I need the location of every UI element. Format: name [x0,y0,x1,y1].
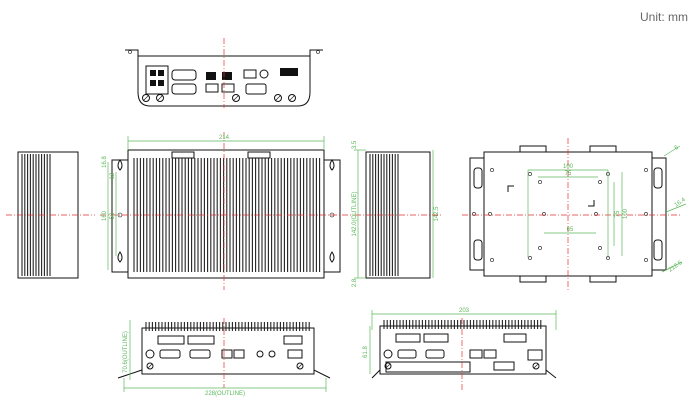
bottom-right-view [371,320,557,379]
dim-side-bottom-offset: 2.8 [352,278,358,287]
dim-left-mark-d: 50 [110,212,116,219]
dim-rear-right-b: 16.4 [674,197,688,209]
dim-rear-h1: 100 [563,164,574,170]
dim-bottom-height-outline: 70.6(OUTLINE) [123,331,129,373]
unit-label: Unit: mm [640,10,688,24]
dim-left-mark-b: 12 [110,172,116,179]
dim-side-height: 142.0(OUTLINE) [352,191,358,236]
dim-rear-h2: 75 [565,171,572,177]
dim-rear-right-c: 212.5 [668,260,684,274]
dim-left-mark-a: 16.8 [102,156,108,168]
dim-rear-right-a: 6 [674,144,681,151]
dim-top-width: 214 [219,135,230,141]
dim-bottom-width-outline: 228(OUTLINE) [205,391,245,397]
dim-rear-v2: 75 [615,210,621,217]
dim-rear-h3: 65 [567,227,574,233]
right-side-view [365,151,431,279]
dim-bottom-right-height: 61.8 [363,346,369,358]
dim-front-height: 142.5 [434,206,440,222]
dim-left-mark-c: 160 [102,210,108,221]
front-heatsink-view [111,149,341,279]
dim-rear-v1: 100 [623,208,629,219]
dim-side-top-offset: 3.5 [352,140,358,149]
dim-bottom-right-width: 203 [459,308,470,314]
bottom-left-view [117,322,331,379]
